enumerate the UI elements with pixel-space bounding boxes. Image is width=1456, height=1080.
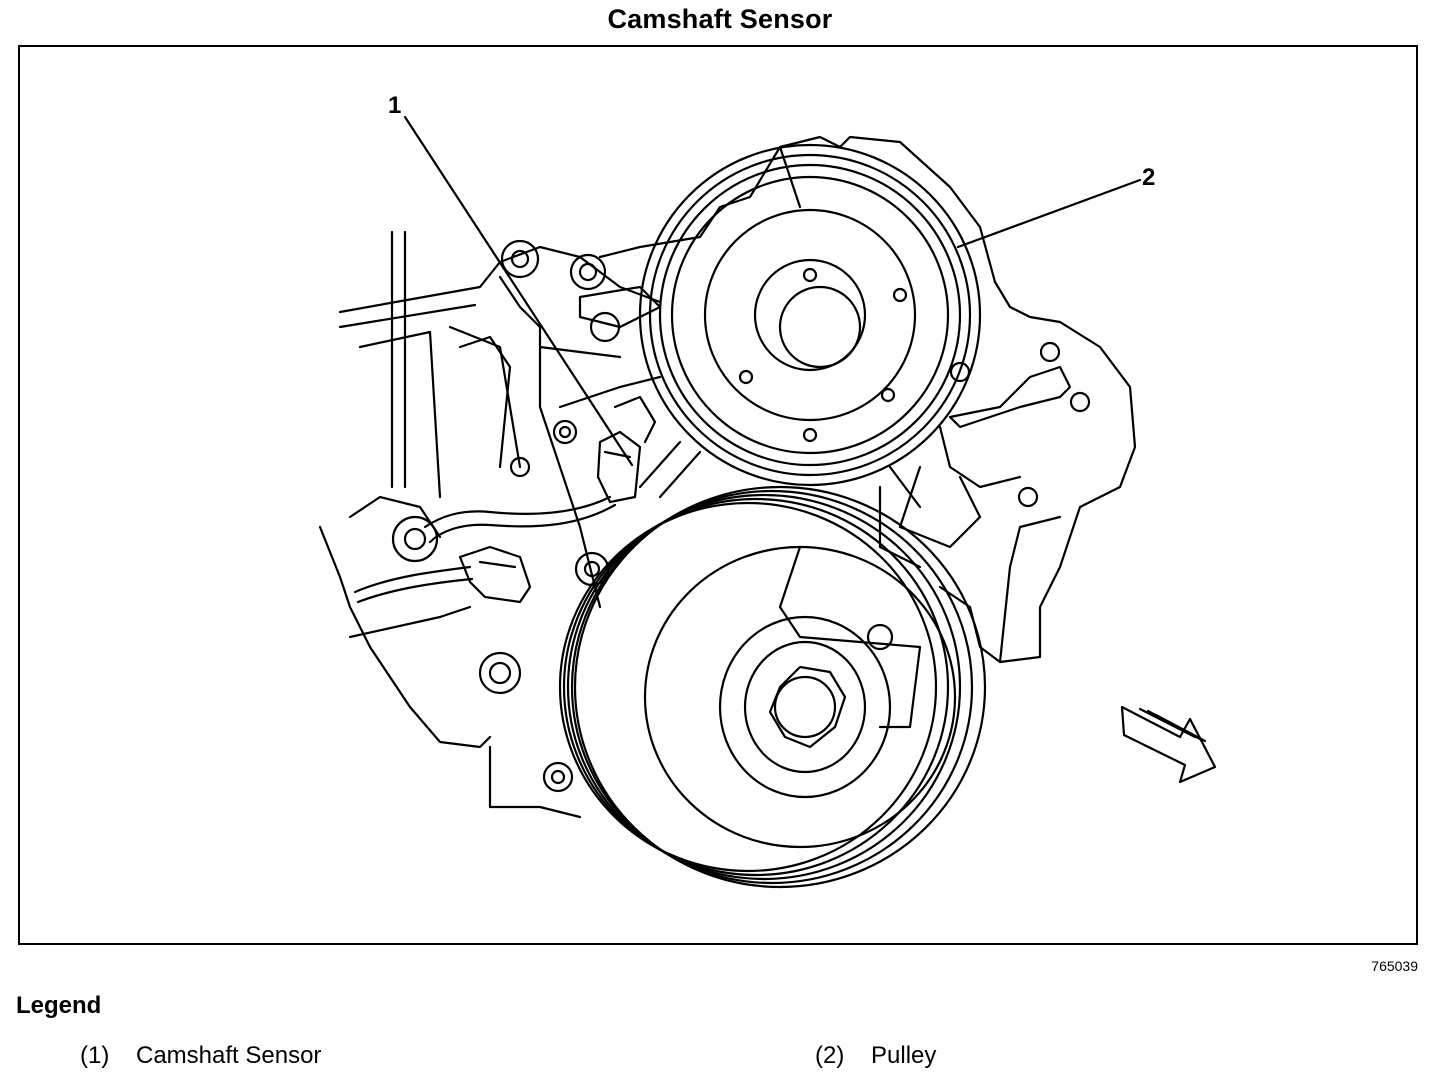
legend-item-number: (2) <box>815 1042 845 1069</box>
legend-heading: Legend <box>16 992 102 1019</box>
engine-illustration: 1 2 <box>318 92 1217 889</box>
camshaft-sensor-drawing <box>353 395 657 604</box>
callout-2-leader <box>956 178 1142 249</box>
diagram-frame: 1 2 <box>18 45 1418 945</box>
legend-item-label: Camshaft Sensor <box>136 1042 322 1069</box>
legend-item: (1) Camshaft Sensor <box>80 1042 321 1070</box>
legend-item: (2) Pulley <box>815 1042 936 1070</box>
upper-pulley-drawing <box>638 143 982 487</box>
engine-block-outline <box>318 135 1137 819</box>
figure-id: 765039 <box>1371 958 1418 974</box>
callout-2-label: 2 <box>1142 164 1155 191</box>
lower-pulley-drawing <box>558 485 987 889</box>
page-title: Camshaft Sensor <box>607 4 833 34</box>
legend-item-label: Pulley <box>871 1042 937 1069</box>
direction-arrow-drawing <box>1120 705 1217 784</box>
callout-1-label: 1 <box>388 92 401 119</box>
callout-1-leader <box>403 115 634 467</box>
belt <box>638 440 922 509</box>
legend-item-number: (1) <box>80 1042 110 1069</box>
